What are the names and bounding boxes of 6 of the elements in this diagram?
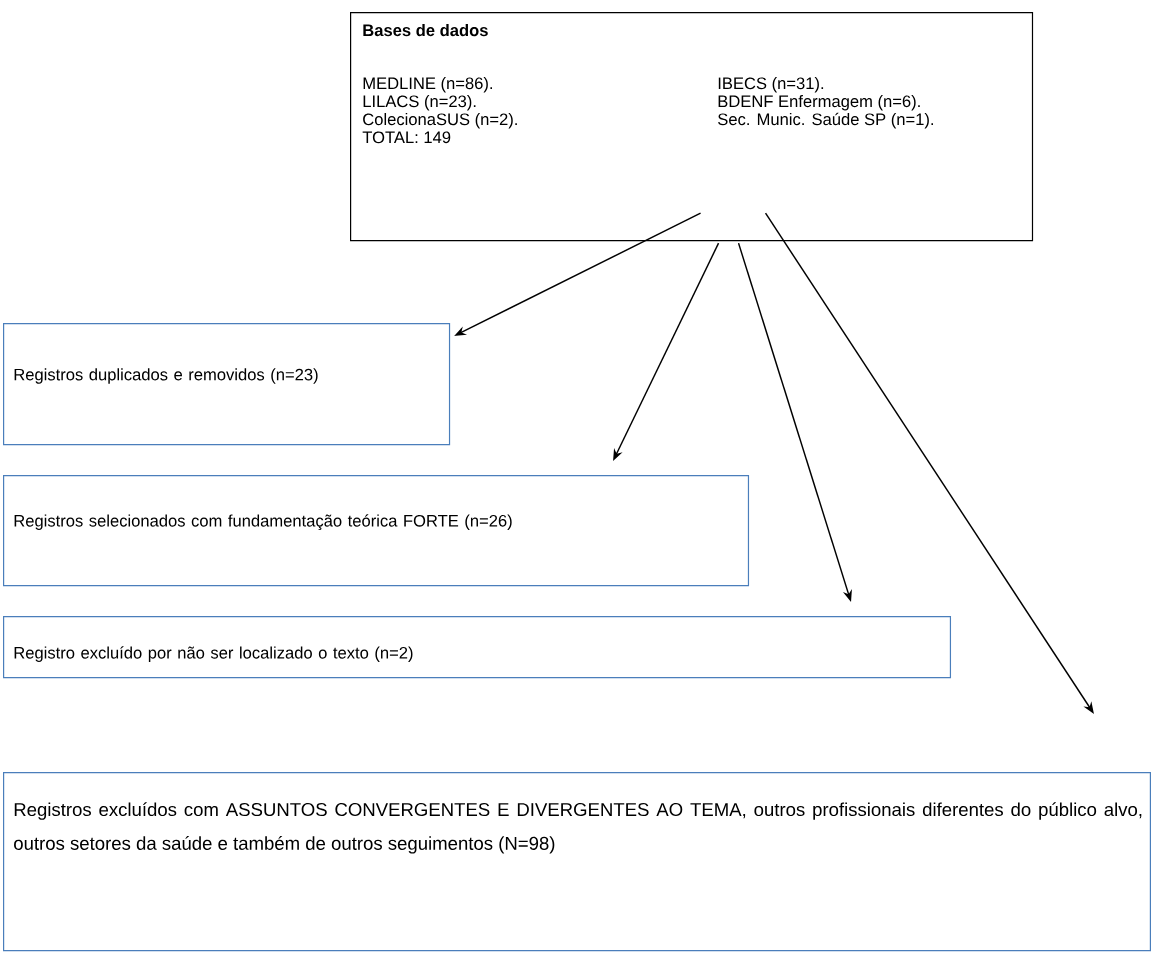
process-box: Registros excluídos com ASSUNTOS CONVERGENTES E DIVERGENTES AO TEMA, outros profissionais diferentes do público alvo, outros setores da saúde e também de outros seguimentos (N=98) [3, 772, 1151, 952]
arrow [764, 212, 1094, 714]
process-box: Registros selecionados com fundamentação teórica FORTE (n=26) [3, 475, 750, 587]
database-box: Bases de dados MEDLINE (n=86). IBECS (n=31). LILACS (n=23). BDENF Enfermagem (n=6). ColecionaSUS (n=2). Sec. Munic. Saúde SP (n=1). TOTAL: 149 [350, 12, 1034, 242]
process-box: Registros duplicados e removidos (n=23) [3, 323, 451, 446]
process-box: Registro excluído por não ser localizado o texto (n=2) [3, 616, 952, 679]
